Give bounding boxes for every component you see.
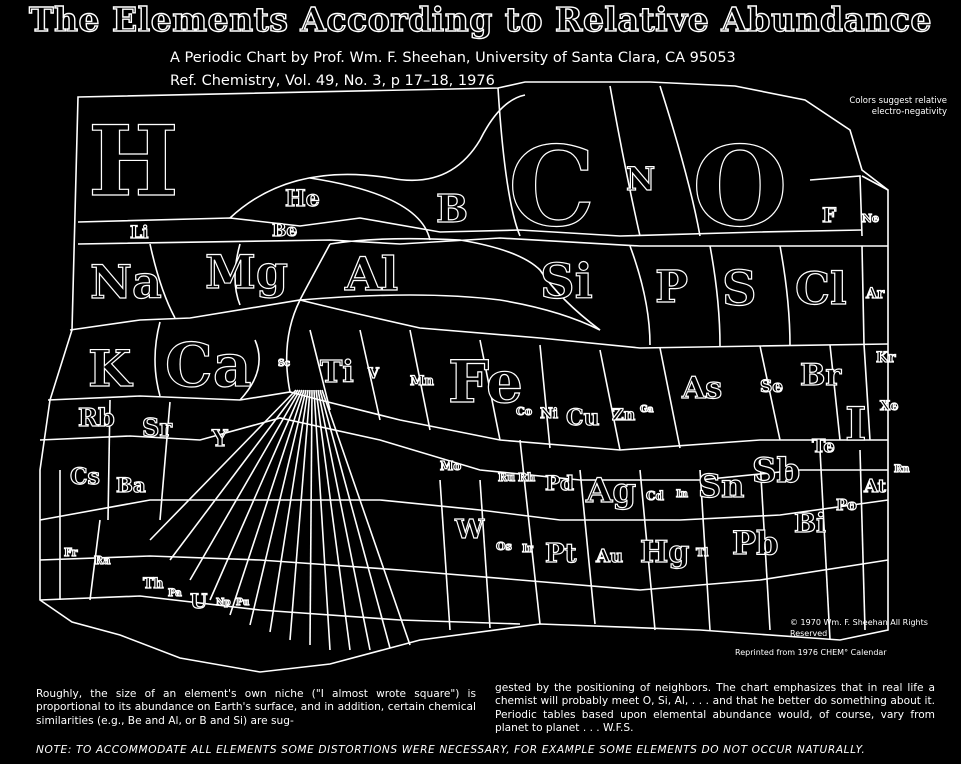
- element-S: S: [722, 261, 757, 317]
- element-Tl: Tl: [696, 546, 708, 559]
- element-symbols: H He Li Be B C N O F Ne Na Mg Al Si P S …: [64, 105, 910, 613]
- element-Rb: Rb: [78, 403, 115, 432]
- element-Cu: Cu: [566, 405, 600, 431]
- element-Li: Li: [130, 223, 149, 243]
- element-Xe: Xe: [880, 399, 898, 414]
- element-Ar: Ar: [865, 286, 885, 302]
- element-Bi: Bi: [794, 509, 826, 539]
- element-U: U: [190, 589, 207, 613]
- body-text-right: gested by the positioning of neighbors. …: [495, 682, 935, 735]
- element-Sr: Sr: [142, 413, 172, 442]
- element-Ba: Ba: [116, 473, 146, 497]
- element-Se: Se: [760, 377, 783, 397]
- element-I: I: [845, 397, 867, 451]
- element-Pd: Pd: [545, 471, 574, 495]
- element-Pb: Pb: [732, 524, 778, 562]
- element-Pa: Pa: [168, 588, 182, 599]
- subtitle: A Periodic Chart by Prof. Wm. F. Sheehan…: [170, 50, 736, 66]
- element-Cs: Cs: [70, 464, 100, 490]
- element-Y: Y: [211, 426, 228, 452]
- element-Na: Na: [90, 255, 162, 309]
- element-Ru: Ru: [498, 471, 515, 484]
- element-In: In: [676, 489, 689, 500]
- element-Sc: Sc: [278, 359, 290, 369]
- reprinted-note: Reprinted from 1976 CHEM° Calendar: [735, 647, 945, 658]
- reference-line: Ref. Chemistry, Vol. 49, No. 3, p 17–18,…: [170, 73, 495, 89]
- element-Ca: Ca: [165, 331, 252, 401]
- element-Mg: Mg: [205, 245, 288, 299]
- element-Sb: Sb: [752, 451, 800, 491]
- element-Co: Co: [516, 405, 532, 418]
- element-Ir: Ir: [522, 542, 533, 555]
- element-Po: Po: [836, 496, 857, 514]
- element-C: C: [508, 122, 596, 251]
- element-Rh: Rh: [518, 471, 535, 484]
- page-title: The Elements According to Relative Abund…: [0, 0, 961, 39]
- element-P: P: [655, 262, 688, 313]
- element-Ag: Ag: [585, 471, 636, 511]
- element-Kr: Kr: [876, 350, 896, 366]
- element-Te: Te: [812, 436, 835, 457]
- element-Si: Si: [540, 254, 593, 310]
- element-Cd: Cd: [646, 489, 665, 503]
- element-He: He: [285, 186, 320, 212]
- element-V: V: [367, 366, 380, 382]
- element-Cl: Cl: [795, 264, 847, 315]
- element-O: O: [692, 122, 788, 251]
- element-Br: Br: [800, 358, 842, 393]
- element-Os: Os: [496, 540, 512, 553]
- element-Rn: Rn: [894, 464, 910, 475]
- element-F: F: [822, 203, 836, 227]
- footnote: NOTE: TO ACCOMMODATE ALL ELEMENTS SOME D…: [36, 744, 956, 756]
- element-Zn: Zn: [612, 405, 636, 424]
- element-Ne: Ne: [862, 212, 879, 225]
- body-text-left: Roughly, the size of an element's own ni…: [36, 688, 476, 728]
- element-K: K: [88, 339, 133, 398]
- element-N: N: [626, 160, 655, 198]
- element-Pu: Pu: [236, 598, 250, 608]
- element-B: B: [436, 186, 468, 231]
- element-Au: Au: [595, 546, 623, 567]
- element-W: W: [454, 515, 485, 545]
- element-Sn: Sn: [698, 467, 744, 505]
- element-Mn: Mn: [410, 374, 434, 389]
- element-Mo: Mo: [440, 459, 461, 473]
- element-Ga: Ga: [640, 405, 654, 415]
- element-Ti: Ti: [320, 355, 354, 390]
- element-Al: Al: [344, 247, 398, 301]
- element-Ni: Ni: [540, 406, 558, 422]
- copyright-note: © 1970 Wm. F. Sheehan All Rights Reserve…: [790, 617, 940, 639]
- colors-note: Colors suggest relative electro-negativi…: [837, 96, 947, 118]
- element-Hg: Hg: [640, 535, 689, 570]
- element-Fe: Fe: [448, 348, 523, 416]
- element-Be: Be: [272, 221, 297, 241]
- element-Th: Th: [143, 576, 164, 592]
- element-H: H: [88, 105, 179, 218]
- element-Fr: Fr: [64, 546, 78, 559]
- element-Np: Np: [216, 598, 231, 608]
- element-As: As: [681, 371, 722, 406]
- element-Pt: Pt: [545, 539, 577, 569]
- element-At: At: [863, 476, 887, 497]
- element-Ra: Ra: [94, 554, 111, 567]
